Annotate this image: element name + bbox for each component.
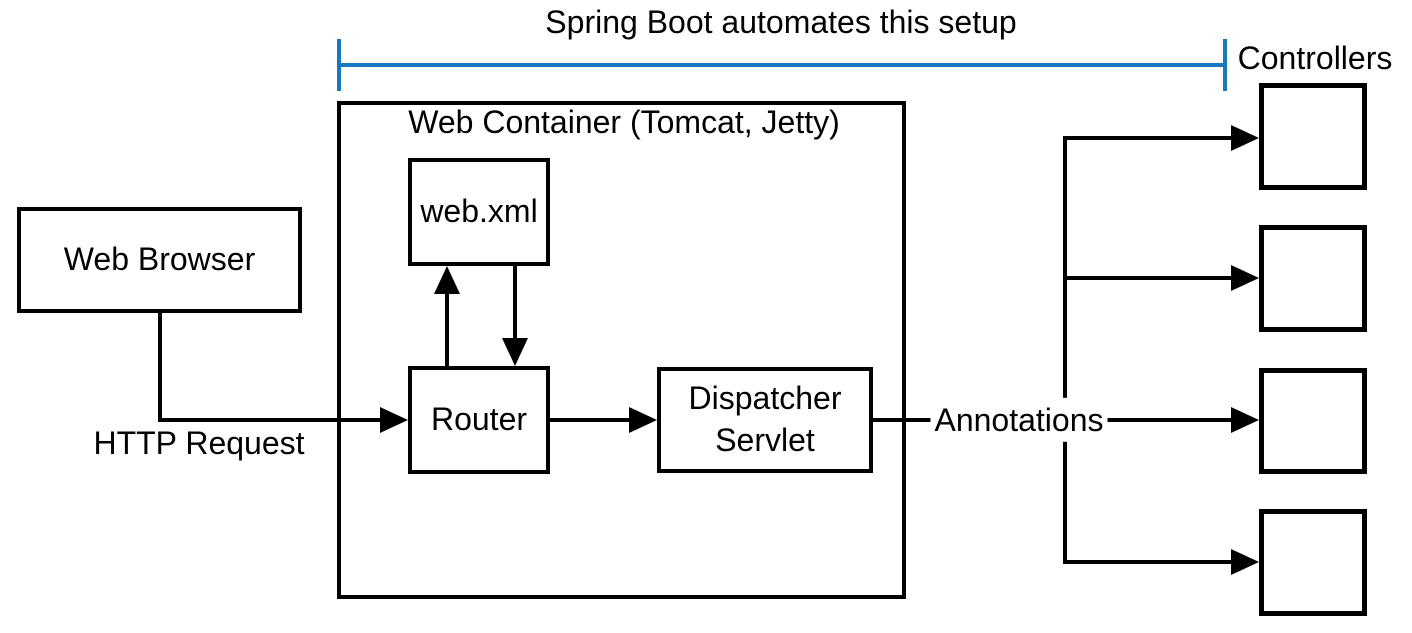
web-browser-node: Web Browser (17, 207, 302, 313)
web-container-label: Web Container (Tomcat, Jetty) (408, 104, 840, 140)
router-node: Router (408, 366, 550, 474)
http-request-arrowhead-icon (380, 407, 408, 433)
webxml-to-router-line (513, 266, 517, 340)
router-to-webxml-line (445, 292, 449, 366)
browser-down-line (158, 313, 162, 422)
web-xml-node: web.xml (408, 158, 550, 266)
controller-branch-arrowhead-1-icon (1231, 125, 1259, 151)
router-to-webxml-arrowhead-icon (434, 266, 460, 294)
controllers-trunk-line (1063, 136, 1067, 564)
diagram-title: Spring Boot automates this setup (545, 4, 1017, 40)
bracket-horizontal-line (337, 63, 1227, 67)
http-request-line (158, 418, 380, 422)
controller-branch-arrowhead-4-icon (1231, 549, 1259, 575)
controller-branch-line-4 (1063, 560, 1231, 564)
controller-branch-arrowhead-2-icon (1231, 265, 1259, 291)
annotations-arrowhead-icon (1231, 407, 1259, 433)
controller-box-3 (1259, 368, 1367, 474)
controller-box-4 (1259, 509, 1367, 616)
router-to-dispatcher-line (550, 418, 629, 422)
controller-box-2 (1259, 225, 1367, 332)
controllers-label: Controllers (1237, 40, 1393, 76)
router-to-dispatcher-arrowhead-icon (629, 407, 657, 433)
dispatcher-servlet-node: Dispatcher Servlet (657, 367, 873, 473)
bracket-right-tick (1223, 39, 1227, 91)
annotations-label: Annotations (930, 397, 1108, 443)
controller-box-1 (1259, 83, 1367, 190)
web-browser-label: Web Browser (63, 241, 256, 278)
dispatcher-servlet-label: Dispatcher Servlet (688, 380, 842, 458)
controller-branch-line-1 (1063, 136, 1231, 140)
router-label: Router (430, 401, 528, 438)
web-xml-label: web.xml (420, 193, 538, 230)
webxml-to-router-arrowhead-icon (502, 338, 528, 366)
http-request-label: HTTP Request (93, 425, 305, 461)
controller-branch-line-2 (1063, 276, 1231, 280)
bracket-left-tick (337, 39, 341, 91)
